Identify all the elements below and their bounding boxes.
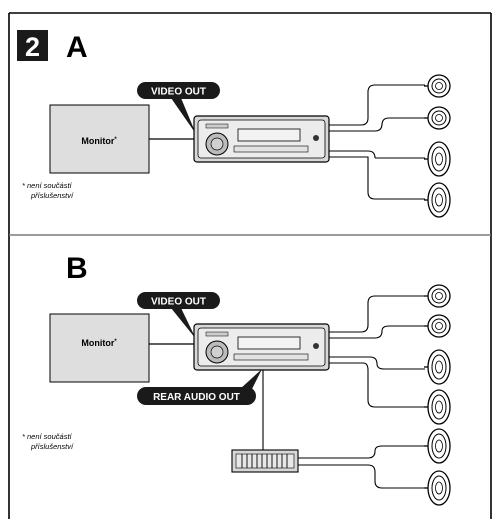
video-out-label-pointer xyxy=(171,308,196,339)
round-speaker-icon xyxy=(424,106,451,130)
round-speaker-icon xyxy=(424,314,451,338)
footnote-line2: příslušenství xyxy=(30,442,74,451)
monitor-box xyxy=(49,313,150,383)
monitor-label: Monitor* xyxy=(81,136,117,146)
car-stereo-unit xyxy=(193,323,330,371)
section-b: B Monitor* * není součástí příslušenství… xyxy=(22,252,451,506)
figure-frame xyxy=(8,12,492,519)
amplifier-speaker-cables xyxy=(298,445,425,489)
round-speaker-icon xyxy=(424,74,451,98)
section-b-letter: B xyxy=(66,252,88,285)
rear-audio-out-label-bg xyxy=(137,387,256,405)
figure-number: 2 xyxy=(25,32,40,62)
video-out-label-pointer xyxy=(171,98,196,134)
footnote-line1: * není součástí xyxy=(22,432,73,441)
figure-number-box xyxy=(17,30,48,61)
rear-audio-out-label: REAR AUDIO OUT xyxy=(153,392,240,403)
rear-audio-out-label-pointer xyxy=(240,369,262,389)
oval-speaker-icon xyxy=(424,428,451,464)
oval-speaker-icon xyxy=(424,470,451,506)
oval-speaker-icon xyxy=(424,389,451,425)
speaker-cables xyxy=(329,295,425,408)
video-out-label-bg xyxy=(137,292,220,309)
video-out-label: VIDEO OUT xyxy=(151,297,206,308)
footnote-line2: příslušenství xyxy=(30,191,74,200)
car-stereo-unit xyxy=(193,115,330,163)
oval-speaker-icon xyxy=(424,349,451,385)
amplifier-icon xyxy=(231,449,299,473)
footnote-line1: * není součástí xyxy=(22,181,73,190)
section-a: A Monitor* * není součástí příslušenství… xyxy=(22,31,451,218)
monitor-label: Monitor* xyxy=(81,338,117,348)
video-out-label-bg xyxy=(137,82,220,99)
oval-speaker-icon xyxy=(424,141,451,177)
speaker-cables xyxy=(329,84,425,200)
round-speaker-icon xyxy=(424,284,451,308)
oval-speaker-icon xyxy=(424,182,451,218)
section-a-letter: A xyxy=(66,31,88,64)
video-out-label: VIDEO OUT xyxy=(151,87,206,98)
monitor-box xyxy=(49,104,150,174)
